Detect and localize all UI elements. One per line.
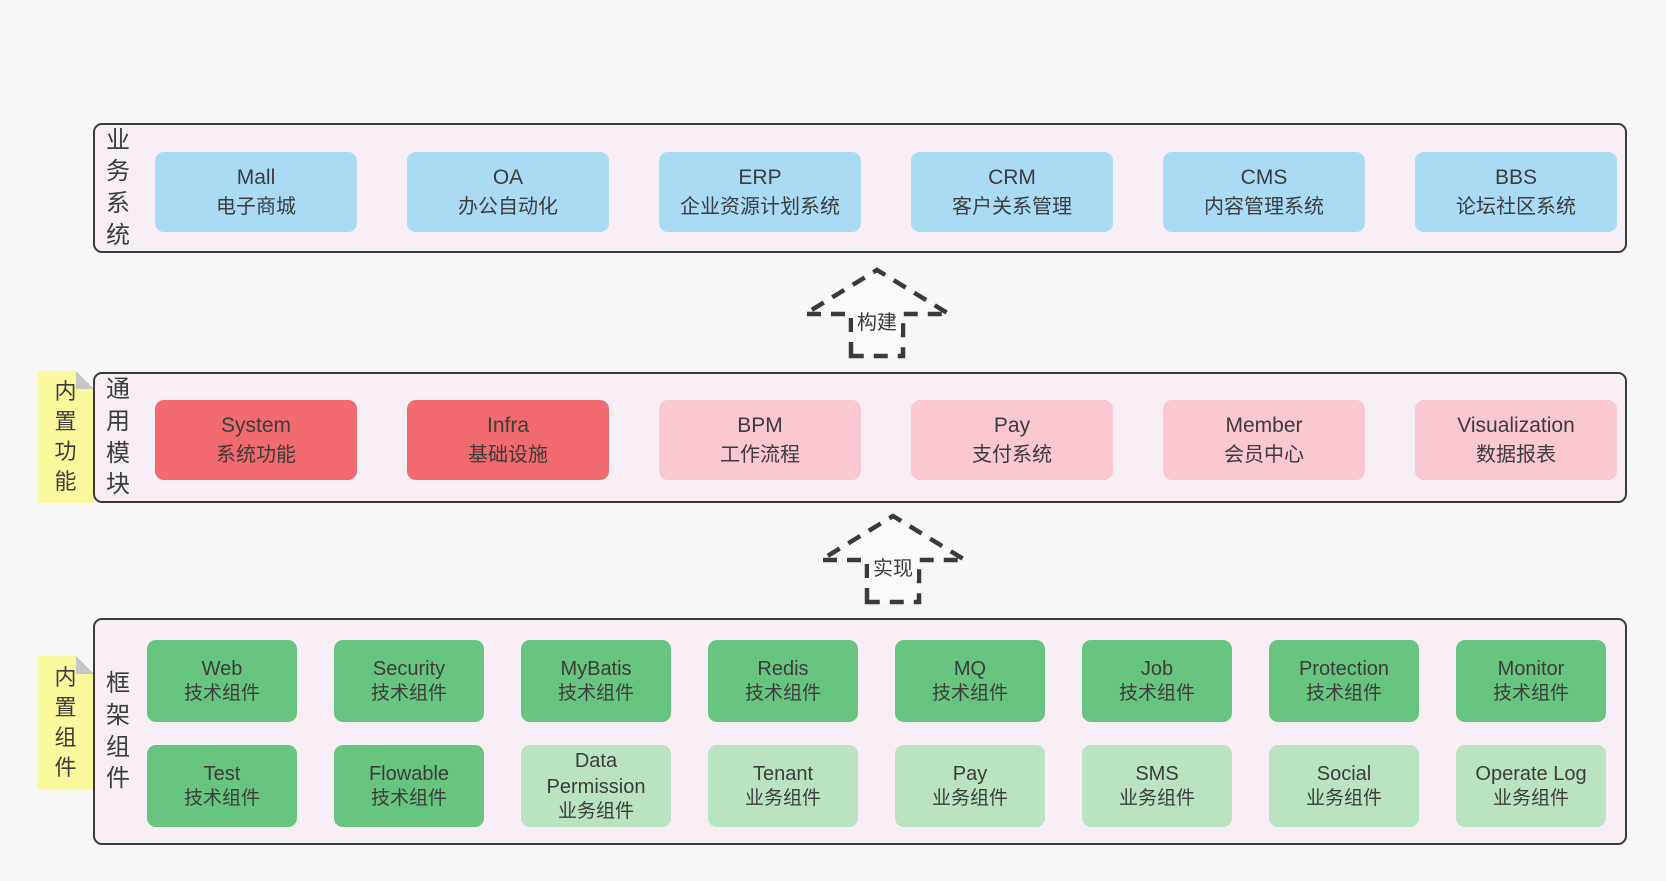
box-subtitle: 论坛社区系统 [1456, 195, 1576, 218]
box-oa: OA 办公自动化 [407, 152, 609, 232]
box-subtitle: 技术组件 [1492, 682, 1569, 704]
box-web: Web 技术组件 [147, 640, 297, 722]
box-test: Test 技术组件 [147, 745, 297, 827]
box-subtitle: 业务组件 [1118, 787, 1195, 809]
box-flowable: Flowable 技术组件 [334, 745, 484, 827]
box-title: Mall [236, 166, 276, 190]
panel-label-common-modules: 通用模块 [106, 376, 130, 499]
box-title: CMS [1240, 166, 1288, 190]
panel-business-systems: 业务系统 Mall 电子商城 OA 办公自动化 ERP 企业资源计划系统 CRM… [93, 123, 1627, 253]
box-subtitle: 数据报表 [1476, 443, 1556, 466]
box-security: Security 技术组件 [334, 640, 484, 722]
sticky-note-builtin-components: 内置组件 [37, 656, 94, 790]
box-title: Monitor [1497, 657, 1565, 680]
box-subtitle: 技术组件 [744, 682, 821, 704]
box-title: Member [1225, 414, 1303, 438]
box-title: Pay [993, 414, 1031, 438]
box-bpm: BPM 工作流程 [659, 400, 861, 480]
box-title: Social [1316, 762, 1372, 785]
box-social: Social 业务组件 [1269, 745, 1419, 827]
arrow-label: 构建 [853, 306, 901, 335]
box-subtitle: 会员中心 [1224, 443, 1304, 466]
box-title: Tenant [752, 762, 814, 785]
box-job: Job 技术组件 [1082, 640, 1232, 722]
box-title: ERP [738, 166, 782, 190]
box-title: Redis [757, 657, 809, 680]
box-visualization: Visualization 数据报表 [1415, 400, 1617, 480]
box-subtitle: 工作流程 [720, 443, 800, 466]
box-crm: CRM 客户关系管理 [911, 152, 1113, 232]
box-cms: CMS 内容管理系统 [1163, 152, 1365, 232]
panel-common-modules: 通用模块 System 系统功能 Infra 基础设施 BPM 工作流程 Pay… [93, 372, 1627, 503]
box-subtitle: 技术组件 [183, 682, 260, 704]
box-protection: Protection 技术组件 [1269, 640, 1419, 722]
box-subtitle: 业务组件 [744, 787, 821, 809]
box-subtitle: 内容管理系统 [1204, 195, 1324, 218]
box-subtitle: 客户关系管理 [952, 195, 1072, 218]
box-subtitle: 业务组件 [1492, 787, 1569, 809]
box-mall: Mall 电子商城 [155, 152, 357, 232]
box-title: MyBatis [560, 657, 632, 680]
box-subtitle: 技术组件 [183, 787, 260, 809]
box-title: CRM [988, 166, 1036, 190]
implement-arrow: 实现 [819, 512, 967, 606]
box-subtitle: 基础设施 [468, 443, 548, 466]
box-subtitle: 电子商城 [216, 195, 296, 218]
box-subtitle: 技术组件 [1118, 682, 1195, 704]
arrow-label: 实现 [869, 552, 917, 581]
box-title: MQ [953, 657, 987, 680]
panel-framework-components: 框架组件 Web 技术组件 Security 技术组件 MyBatis 技术组件… [93, 618, 1627, 845]
box-subtitle: 业务组件 [1305, 787, 1382, 809]
box-subtitle: 技术组件 [1305, 682, 1382, 704]
box-mybatis: MyBatis 技术组件 [521, 640, 671, 722]
box-title: Web [201, 657, 243, 680]
box-title: Protection [1298, 657, 1390, 680]
box-operate-log: Operate Log 业务组件 [1456, 745, 1606, 827]
box-title: Operate Log [1475, 762, 1587, 785]
box-title: System [220, 414, 291, 438]
box-title: Visualization [1457, 414, 1575, 438]
box-title: Job [1140, 657, 1174, 680]
panel-label-business-systems: 业务系统 [106, 126, 130, 249]
sticky-note-label: 内置组件 [54, 665, 77, 780]
box-title: Flowable [368, 762, 450, 785]
box-subtitle: 系统功能 [216, 443, 296, 466]
box-title: Security [372, 657, 446, 680]
box-sms: SMS 业务组件 [1082, 745, 1232, 827]
box-subtitle: 技术组件 [370, 787, 447, 809]
box-subtitle: 业务组件 [931, 787, 1008, 809]
box-subtitle: 技术组件 [557, 682, 634, 704]
build-arrow: 构建 [803, 266, 951, 360]
box-title: OA [492, 166, 524, 190]
box-mq: MQ 技术组件 [895, 640, 1045, 722]
box-subtitle: 技术组件 [931, 682, 1008, 704]
box-redis: Redis 技术组件 [708, 640, 858, 722]
box-title: Pay [952, 762, 988, 785]
box-title: BBS [1494, 166, 1538, 190]
box-pay-system: Pay 支付系统 [911, 400, 1113, 480]
sticky-note-builtin-features: 内置功能 [37, 371, 94, 503]
box-data-permission: Data Permission 业务组件 [521, 745, 671, 827]
box-title: SMS [1135, 762, 1179, 785]
box-title: Data Permission [546, 749, 646, 798]
box-title: Infra [486, 414, 530, 438]
sticky-note-label: 内置功能 [54, 379, 77, 494]
box-subtitle: 支付系统 [972, 443, 1052, 466]
box-member: Member 会员中心 [1163, 400, 1365, 480]
box-pay-component: Pay 业务组件 [895, 745, 1045, 827]
box-erp: ERP 企业资源计划系统 [659, 152, 861, 232]
box-subtitle: 业务组件 [557, 800, 634, 822]
panel-label-framework-components: 框架组件 [106, 670, 130, 793]
box-system: System 系统功能 [155, 400, 357, 480]
box-title: BPM [737, 414, 783, 438]
box-monitor: Monitor 技术组件 [1456, 640, 1606, 722]
box-subtitle: 技术组件 [370, 682, 447, 704]
box-subtitle: 企业资源计划系统 [680, 195, 840, 218]
box-infra: Infra 基础设施 [407, 400, 609, 480]
box-tenant: Tenant 业务组件 [708, 745, 858, 827]
box-subtitle: 办公自动化 [458, 195, 558, 218]
box-title: Test [203, 762, 241, 785]
box-bbs: BBS 论坛社区系统 [1415, 152, 1617, 232]
